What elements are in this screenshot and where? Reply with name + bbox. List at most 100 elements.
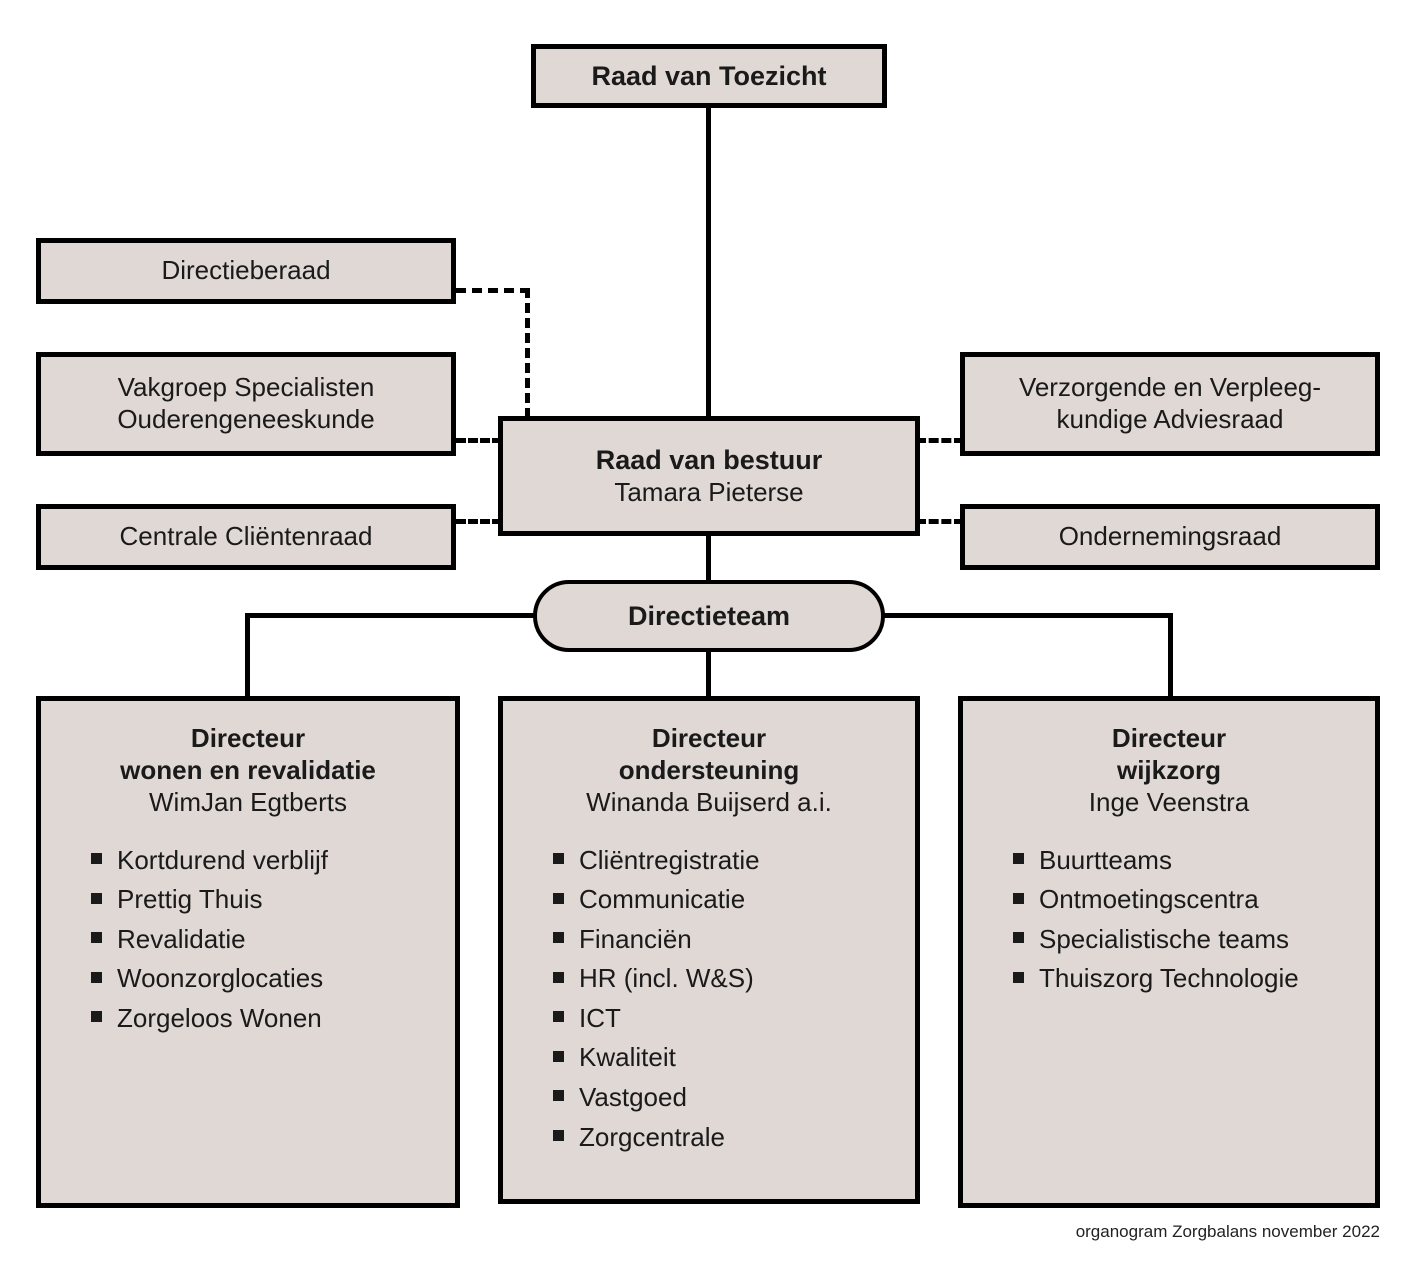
director-items-wijkzorg: Buurtteams Ontmoetingscentra Specialisti… xyxy=(977,841,1361,999)
bullet-square-icon xyxy=(553,971,564,983)
list-item[interactable]: Financiën xyxy=(553,920,901,960)
bullet-square-icon xyxy=(91,892,102,904)
node-directeur-wonen-en-revalidatie[interactable]: Directeur wonen en revalidatie WimJan Eg… xyxy=(36,696,460,1208)
node-centrale-clientenraad-label: Centrale Cliëntenraad xyxy=(119,521,373,552)
director-items-ondersteuning: Cliëntregistratie Communicatie Financiën… xyxy=(517,841,901,1157)
bullet-square-icon xyxy=(553,853,564,865)
director-person-wonen: WimJan Egtberts xyxy=(149,786,347,817)
director-header-ondersteuning: Directeur ondersteuning Winanda Buijserd… xyxy=(517,723,901,819)
bullet-square-icon xyxy=(553,1129,564,1141)
node-directeur-ondersteuning[interactable]: Directeur ondersteuning Winanda Buijserd… xyxy=(498,696,920,1204)
list-item-label: Kwaliteit xyxy=(579,1042,676,1073)
list-item-label: Kortdurend verblijf xyxy=(117,844,328,875)
node-raad-van-bestuur-person: Tamara Pieterse xyxy=(614,476,804,507)
footer-caption: organogram Zorgbalans november 2022 xyxy=(1075,1222,1380,1241)
list-item-label: Buurtteams xyxy=(1039,844,1172,875)
node-directieteam-label: Directieteam xyxy=(627,600,791,631)
node-vakgroep-label-line2: Ouderengeneeskunde xyxy=(117,404,375,434)
list-item-label: HR (incl. W&S) xyxy=(579,963,754,994)
connector-toezicht-bestuur xyxy=(706,106,711,418)
list-item[interactable]: Thuiszorg Technologie xyxy=(1013,959,1361,999)
bullet-square-icon xyxy=(1013,892,1024,904)
node-vvar-label-line1: Verzorgende en Verpleeg- xyxy=(1018,372,1322,403)
list-item[interactable]: Communicatie xyxy=(553,880,901,920)
node-directieteam[interactable]: Directieteam xyxy=(533,580,885,652)
node-raad-van-toezicht[interactable]: Raad van Toezicht xyxy=(531,44,887,108)
list-item-label: Financiën xyxy=(579,923,692,954)
dashed-connector-directieberaad-v xyxy=(525,288,530,418)
director-header-wijkzorg: Directeur wijkzorg Inge Veenstra xyxy=(977,723,1361,819)
list-item-label: Zorgeloos Wonen xyxy=(117,1002,322,1033)
list-item[interactable]: Buurtteams xyxy=(1013,841,1361,881)
list-item[interactable]: Vastgoed xyxy=(553,1078,901,1118)
director-role-wijkzorg: Directeur xyxy=(1111,723,1227,753)
director-role-ondersteuning: Directeur xyxy=(651,723,767,753)
director-area-wonen: wonen en revalidatie xyxy=(120,754,376,785)
node-centrale-clientenraad[interactable]: Centrale Cliëntenraad xyxy=(36,504,456,570)
bullet-square-icon xyxy=(553,892,564,904)
node-raad-van-toezicht-label: Raad van Toezicht xyxy=(591,60,827,91)
list-item[interactable]: Revalidatie xyxy=(91,920,441,960)
list-item[interactable]: HR (incl. W&S) xyxy=(553,959,901,999)
node-vakgroep-label-line1: Vakgroep Specialisten xyxy=(117,372,375,403)
node-vvar-label-line2: kundige Adviesraad xyxy=(1056,404,1284,434)
dashed-connector-ondernemingsraad xyxy=(916,519,964,524)
bullet-square-icon xyxy=(553,1090,564,1102)
dashed-connector-vvar xyxy=(916,438,964,443)
director-person-ondersteuning: Winanda Buijserd a.i. xyxy=(586,786,832,817)
connector-bestuur-directieteam xyxy=(706,534,711,584)
bullet-square-icon xyxy=(91,971,102,983)
list-item-label: Cliëntregistratie xyxy=(579,844,760,875)
list-item[interactable]: Specialistische teams xyxy=(1013,920,1361,960)
connector-bus-left xyxy=(245,613,537,618)
bullet-square-icon xyxy=(91,1011,102,1023)
list-item-label: Vastgoed xyxy=(579,1082,687,1112)
node-directeur-wijkzorg[interactable]: Directeur wijkzorg Inge Veenstra Buurtte… xyxy=(958,696,1380,1208)
list-item-label: Woonzorglocaties xyxy=(117,963,324,994)
list-item-label: Specialistische teams xyxy=(1039,923,1289,954)
list-item-label: ICT xyxy=(579,1002,621,1033)
dashed-connector-clientenraad xyxy=(456,519,502,524)
list-item[interactable]: Prettig Thuis xyxy=(91,880,441,920)
director-header-wonen: Directeur wonen en revalidatie WimJan Eg… xyxy=(55,723,441,819)
director-area-wijkzorg: wijkzorg xyxy=(1116,754,1221,785)
list-item[interactable]: Zorgcentrale xyxy=(553,1118,901,1158)
bullet-square-icon xyxy=(553,932,564,944)
node-directieberaad[interactable]: Directieberaad xyxy=(36,238,456,304)
director-person-wijkzorg: Inge Veenstra xyxy=(1088,786,1250,817)
director-area-ondersteuning: ondersteuning xyxy=(618,754,800,785)
list-item-label: Ontmoetingscentra xyxy=(1039,884,1259,915)
list-item-label: Zorgcentrale xyxy=(579,1121,725,1152)
node-ondernemingsraad[interactable]: Ondernemingsraad xyxy=(960,504,1380,570)
list-item-label: Prettig Thuis xyxy=(117,884,263,915)
list-item[interactable]: Kwaliteit xyxy=(553,1038,901,1078)
bullet-square-icon xyxy=(553,1050,564,1062)
connector-down-wijkzorg xyxy=(1168,613,1173,698)
node-verzorgende-en-verpleegkundige-adviesraad[interactable]: Verzorgende en Verpleeg- kundige Adviesr… xyxy=(960,352,1380,456)
connector-bus-right xyxy=(881,613,1173,618)
list-item[interactable]: Ontmoetingscentra xyxy=(1013,880,1361,920)
bullet-square-icon xyxy=(1013,932,1024,944)
list-item[interactable]: ICT xyxy=(553,999,901,1039)
bullet-square-icon xyxy=(553,1011,564,1023)
connector-down-wonen xyxy=(245,613,250,698)
list-item[interactable]: Zorgeloos Wonen xyxy=(91,999,441,1039)
bullet-square-icon xyxy=(1013,971,1024,983)
node-raad-van-bestuur[interactable]: Raad van bestuur Tamara Pieterse xyxy=(498,416,920,536)
list-item-label: Revalidatie xyxy=(117,923,246,954)
bullet-square-icon xyxy=(91,932,102,944)
list-item[interactable]: Woonzorglocaties xyxy=(91,959,441,999)
node-vakgroep-specialisten-ouderengeneeskunde[interactable]: Vakgroep Specialisten Ouderengeneeskunde xyxy=(36,352,456,456)
bullet-square-icon xyxy=(91,853,102,865)
director-items-wonen: Kortdurend verblijf Prettig Thuis Revali… xyxy=(55,841,441,1039)
node-ondernemingsraad-label: Ondernemingsraad xyxy=(1058,521,1282,552)
list-item[interactable]: Cliëntregistratie xyxy=(553,841,901,881)
list-item-label: Communicatie xyxy=(579,884,746,915)
bullet-square-icon xyxy=(1013,853,1024,865)
dashed-connector-vakgroep xyxy=(456,438,502,443)
dashed-connector-directieberaad-h xyxy=(456,288,530,293)
list-item[interactable]: Kortdurend verblijf xyxy=(91,841,441,881)
director-role-wonen: Directeur xyxy=(190,723,306,753)
connector-down-ondersteuning xyxy=(706,650,711,698)
